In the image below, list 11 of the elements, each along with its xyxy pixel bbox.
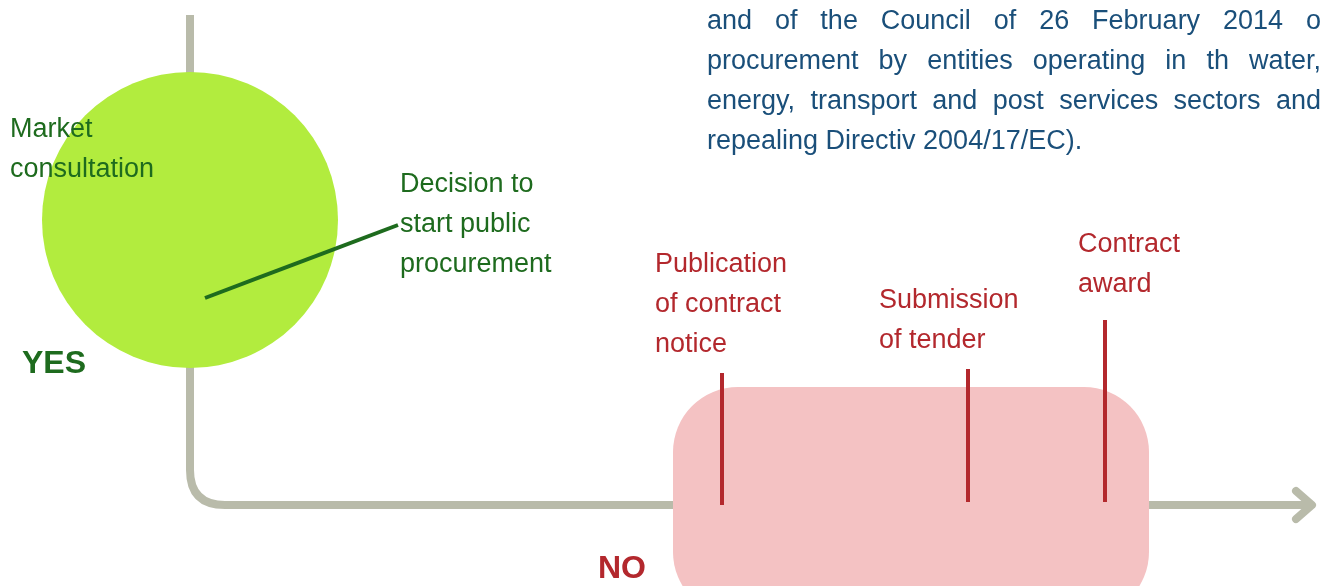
note-text: and of the Council of 26 February 2014 o procurement by entities operating in th water, energy, transport and post services sectors and repealing Directiv 2004/17/EC). [707,4,1321,157]
leader-line [204,223,399,300]
milestone-label: Decision to start public procurement [400,167,553,280]
leader-line [1103,320,1107,502]
milestone-label: Contract award [1078,227,1182,300]
leader-line [966,369,970,502]
yes-label: YES [22,343,88,382]
tender-phase-box [673,387,1149,586]
no-label: NO [598,548,647,586]
milestone-label: Submission of tender [879,283,1020,356]
milestone-label: Publication of contract notice [655,247,789,360]
